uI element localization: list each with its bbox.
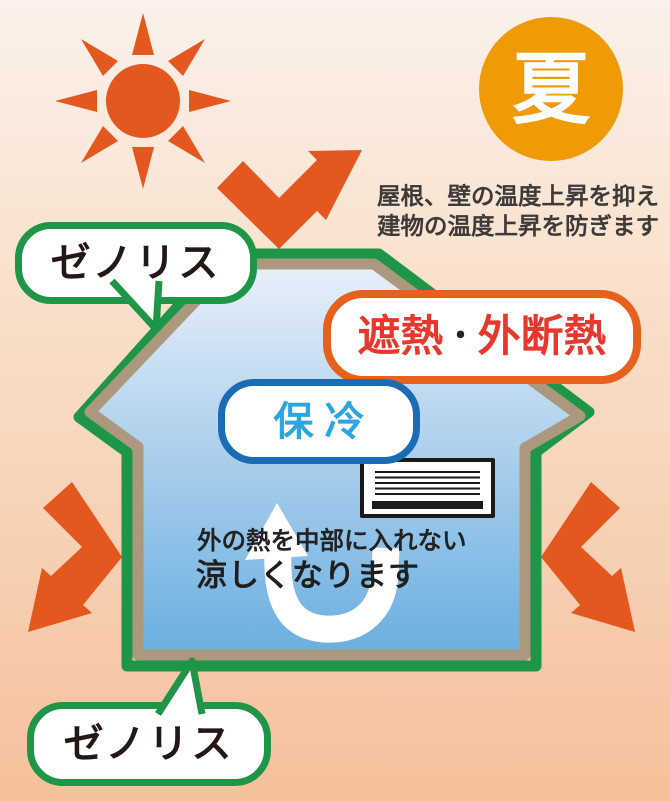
air-conditioner-icon — [360, 458, 495, 518]
heat-bounce-arrow-right-wall — [541, 482, 635, 632]
cool-keep-label: 保 冷 — [218, 379, 420, 464]
shield-label-separator: ・ — [445, 320, 476, 353]
roof-description: 屋根、壁の温度上昇を抑え 建物の温度上昇を防ぎます — [377, 181, 659, 241]
product-bubble-top: ゼノリス — [15, 222, 257, 304]
interior-text-line1: 外の熱を中部に入れない — [197, 528, 467, 555]
shield-insulation-label: 遮熱 ・ 外断熱 — [323, 290, 641, 384]
product-name-bottom: ゼノリス — [63, 722, 235, 766]
interior-text-line2: 涼しくなります — [196, 558, 420, 593]
ac-louvers — [375, 471, 480, 497]
shield-label-left: 遮熱 — [357, 312, 444, 361]
summer-badge-text: 夏 — [511, 45, 590, 133]
shield-label-right: 外断熱 — [477, 312, 607, 361]
ac-vent-bar — [372, 501, 483, 509]
product-bubble-bottom: ゼノリス — [27, 702, 271, 786]
sun-icon — [55, 13, 231, 189]
heat-bounce-arrow-left-wall — [28, 482, 122, 632]
roof-description-line2: 建物の温度上昇を防ぎます — [377, 213, 659, 239]
product-name-top: ゼノリス — [50, 241, 222, 285]
cool-keep-text: 保 冷 — [273, 399, 365, 444]
roof-description-line1: 屋根、壁の温度上昇を抑え — [377, 183, 659, 209]
summer-circle-badge: 夏 — [479, 17, 623, 161]
